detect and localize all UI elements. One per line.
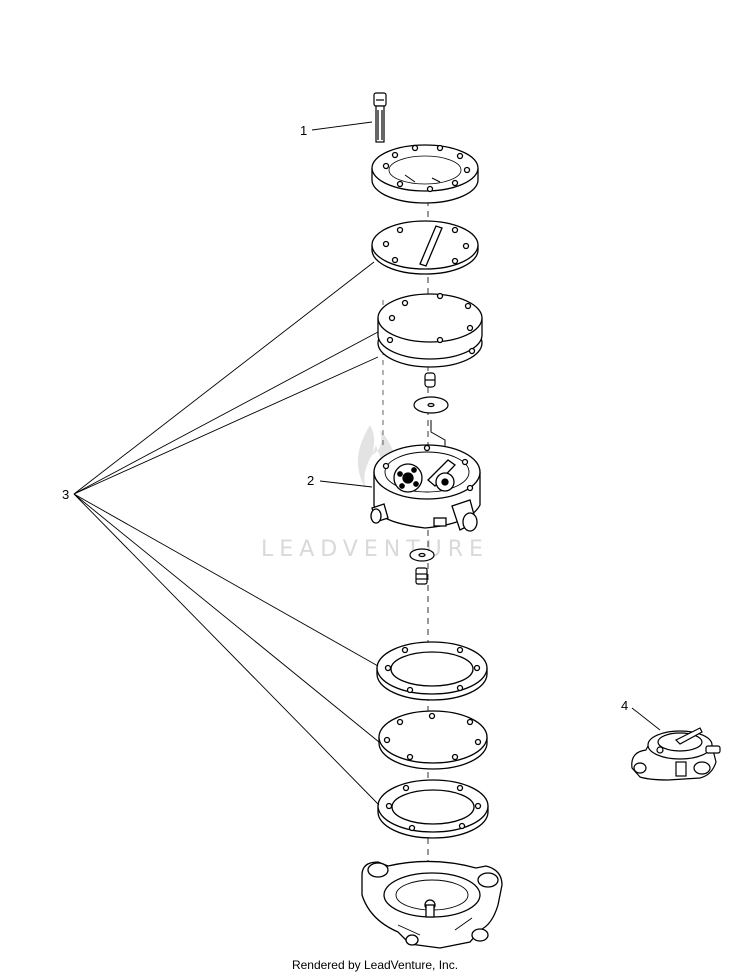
leader-3b bbox=[73, 331, 379, 495]
watermark: LEADVENTURE bbox=[261, 425, 489, 562]
watermark-text: LEADVENTURE bbox=[261, 537, 489, 562]
diaphragm-stack bbox=[377, 292, 483, 368]
bottom-housing bbox=[361, 860, 503, 949]
screw-part bbox=[373, 92, 387, 143]
leader-3f bbox=[73, 493, 380, 806]
small-washer bbox=[409, 548, 435, 562]
callout-3: 3 bbox=[62, 487, 69, 502]
washer bbox=[413, 396, 449, 414]
leader-3d bbox=[73, 493, 379, 667]
leader-lines bbox=[73, 121, 661, 806]
footer-credit: Rendered by LeadVenture, Inc. bbox=[291, 958, 459, 972]
slotted-gasket bbox=[371, 220, 479, 275]
watermark-flame-icon bbox=[357, 425, 396, 492]
leader-2 bbox=[319, 480, 373, 488]
leader-1 bbox=[311, 121, 373, 131]
callout-4: 4 bbox=[621, 698, 628, 713]
nipple-fitting bbox=[415, 567, 428, 585]
leader-4 bbox=[631, 707, 661, 731]
callout-2: 2 bbox=[307, 473, 314, 488]
leader-spring bbox=[430, 420, 446, 448]
leader-3a bbox=[73, 261, 375, 495]
top-cover-plate bbox=[371, 144, 479, 204]
lower-gasket-ring-2 bbox=[377, 779, 489, 839]
assembled-pump bbox=[631, 727, 721, 781]
leader-3e bbox=[73, 493, 380, 743]
callout-1: 1 bbox=[300, 123, 307, 138]
lower-diaphragm bbox=[378, 710, 488, 770]
leader-3c bbox=[73, 356, 379, 495]
valve-pin bbox=[424, 372, 436, 388]
lower-gasket-ring-1 bbox=[376, 641, 488, 701]
pump-body bbox=[370, 444, 481, 532]
